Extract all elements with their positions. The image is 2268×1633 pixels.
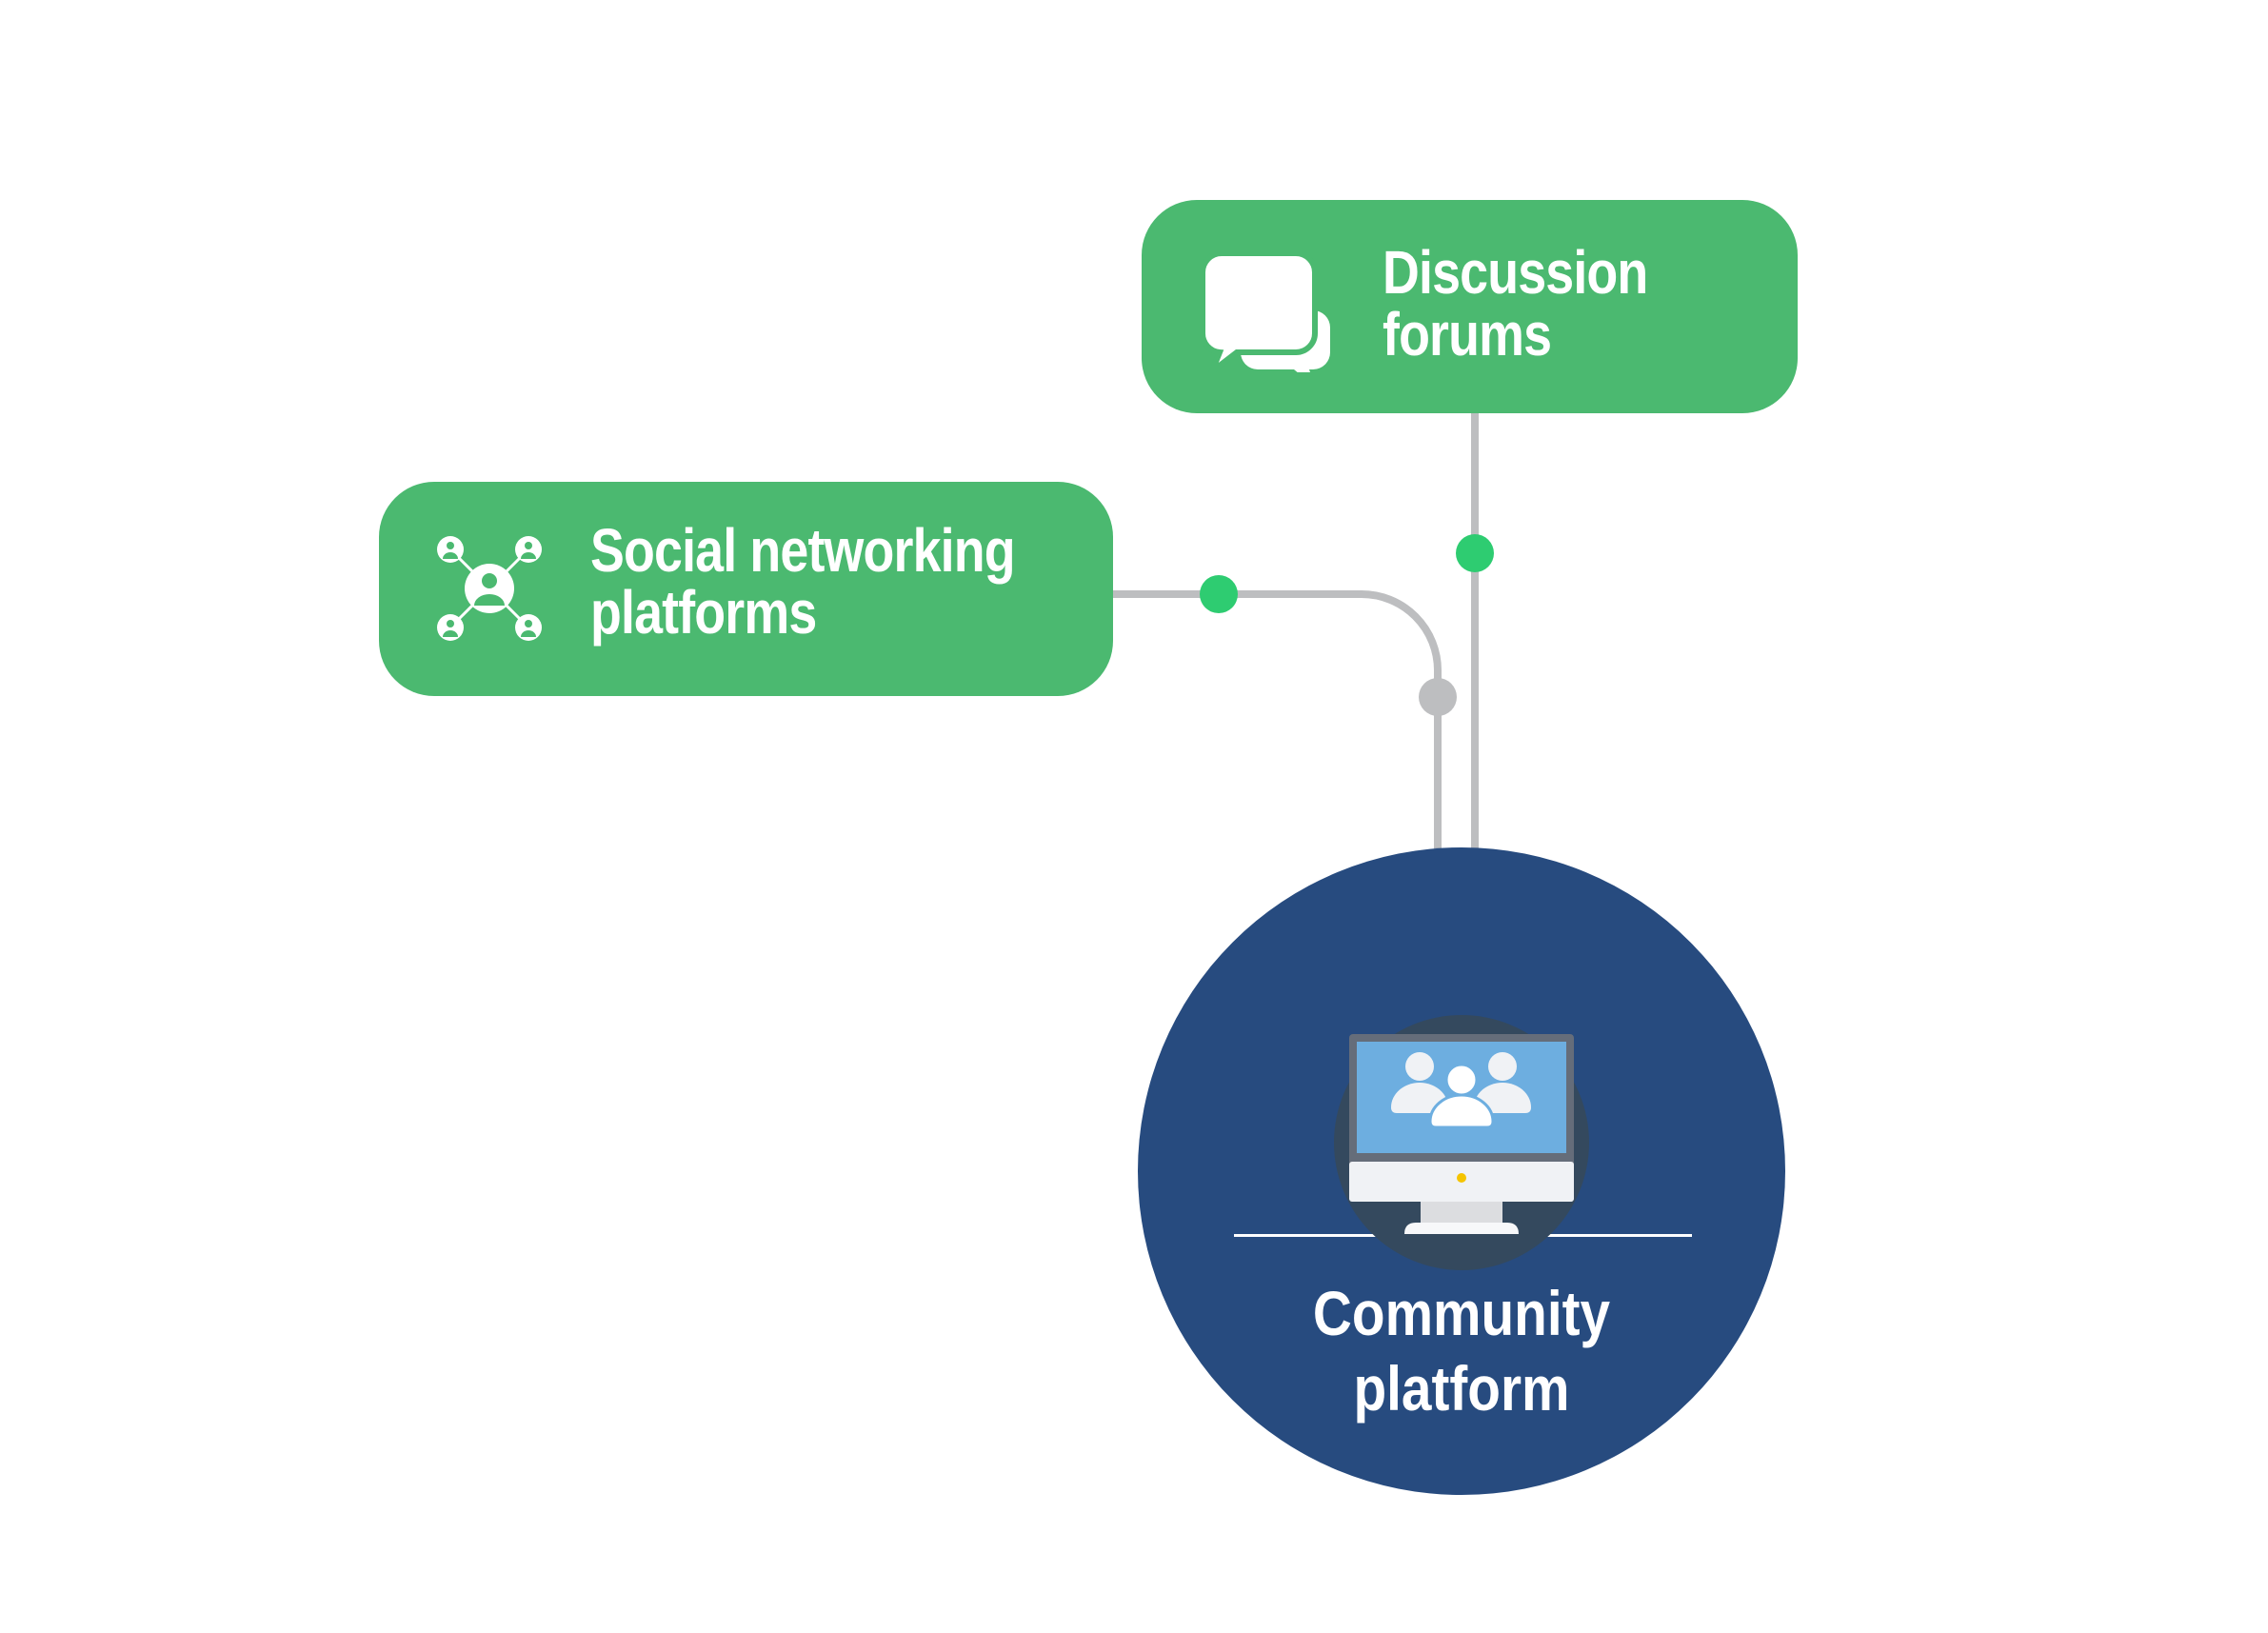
status-dot-discussion [1456, 534, 1494, 572]
monitor-group-icon [1334, 1015, 1589, 1270]
hub-label: Community platform [1138, 1276, 1785, 1426]
hub-community-platform[interactable]: Community platform [1138, 847, 1785, 1495]
hub-divider-right [1538, 1234, 1692, 1237]
hub-label-line-1: Community [1312, 1278, 1611, 1348]
node-label-line-2: platforms [590, 578, 817, 647]
node-label-line-2: forums [1383, 300, 1552, 369]
node-label: Social networking platforms [590, 516, 1016, 647]
node-label: Discussion forums [1383, 238, 1648, 369]
status-dot-social [1200, 575, 1238, 613]
node-social-networking-platforms[interactable]: Social networking platforms [379, 482, 1113, 696]
node-label-line-1: Social networking [590, 516, 1016, 585]
chat-bubbles-icon [1203, 253, 1330, 372]
node-label-line-1: Discussion [1383, 238, 1648, 307]
connector-social-to-hub [1113, 590, 1442, 852]
node-discussion-forums[interactable]: Discussion forums [1142, 200, 1798, 413]
junction-dot [1419, 678, 1457, 716]
hub-label-line-2: platform [1353, 1353, 1570, 1424]
network-people-icon [437, 536, 542, 641]
hub-divider-left [1234, 1234, 1386, 1237]
